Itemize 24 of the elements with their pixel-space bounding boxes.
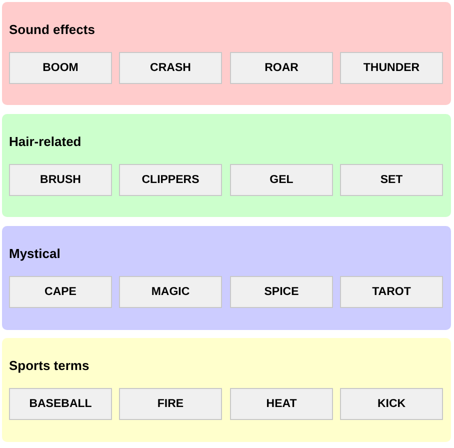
word-tile: ROAR [230, 52, 333, 84]
word-tile: BOOM [9, 52, 112, 84]
category-title: Mystical [9, 246, 60, 262]
word-tile: SPICE [230, 276, 333, 308]
category-title: Hair-related [9, 134, 82, 150]
category-title: Sports terms [9, 358, 90, 374]
word-tile: SET [340, 164, 443, 196]
category-panel [2, 114, 451, 217]
word-tile: CAPE [9, 276, 112, 308]
word-tile: BRUSH [9, 164, 112, 196]
word-tile: MAGIC [119, 276, 222, 308]
word-tile: GEL [230, 164, 333, 196]
word-tile: BASEBALL [9, 388, 112, 420]
category-panel [2, 338, 451, 442]
word-tile: CLIPPERS [119, 164, 222, 196]
word-tile: TAROT [340, 276, 443, 308]
word-tile: FIRE [119, 388, 222, 420]
word-tile: KICK [340, 388, 443, 420]
category-title: Sound effects [9, 22, 95, 38]
word-tile: HEAT [230, 388, 333, 420]
word-tile: CRASH [119, 52, 222, 84]
category-panel [2, 2, 451, 105]
word-tile: THUNDER [340, 52, 443, 84]
category-panel [2, 226, 451, 330]
